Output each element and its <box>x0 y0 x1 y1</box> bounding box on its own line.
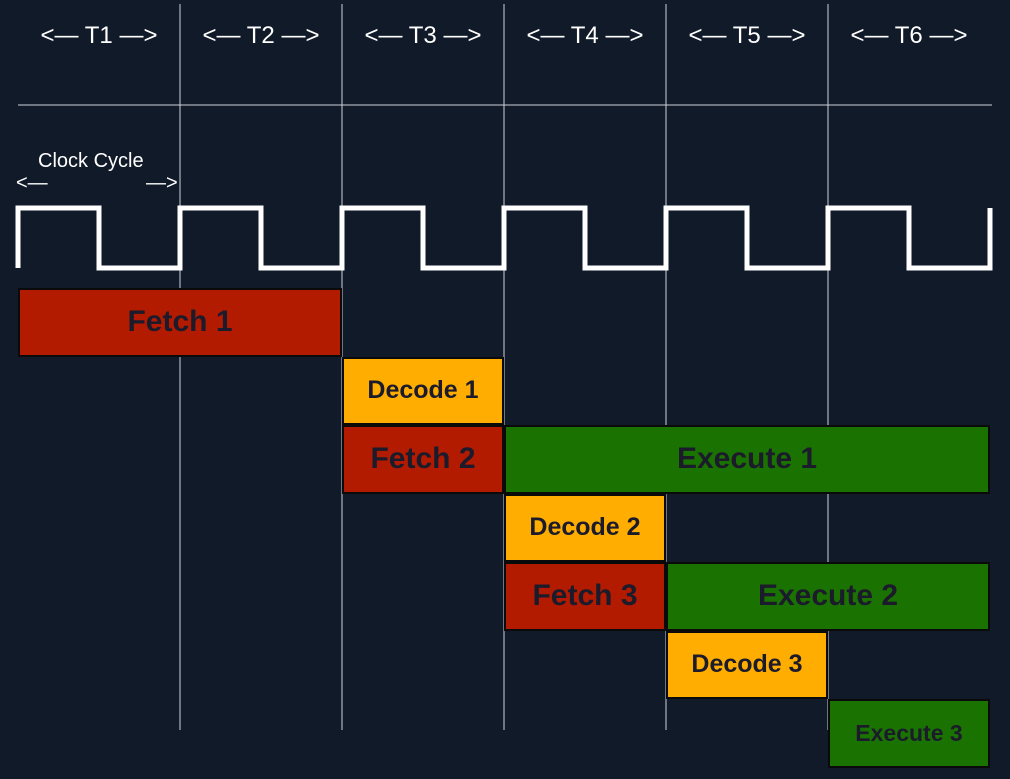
period-label-t5: <— T5 —> <box>688 22 806 49</box>
period-label-t6: <— T6 —> <box>850 22 968 49</box>
period-label-t1: <— T1 —> <box>40 22 158 49</box>
clock-cycle-label: Clock Cycle <box>38 150 144 172</box>
decode-stage-block: Decode 3 <box>666 630 828 699</box>
decode-stage-block: Decode 2 <box>504 493 666 562</box>
decode-stage-block: Decode 1 <box>342 356 504 425</box>
period-label-t3: <— T3 —> <box>364 22 482 49</box>
clock-cycle-left-arrow: <— <box>16 172 48 194</box>
clock-signal-wave <box>15 205 993 271</box>
clock-cycle-right-arrow: —> <box>146 172 178 194</box>
fetch-stage-block: Fetch 2 <box>342 425 504 494</box>
fetch-stage-block: Fetch 3 <box>504 562 666 631</box>
execute-stage-block: Execute 2 <box>666 562 990 631</box>
fetch-stage-block: Fetch 1 <box>18 288 342 357</box>
period-label-t4: <— T4 —> <box>526 22 644 49</box>
period-label-t2: <— T2 —> <box>202 22 320 49</box>
execute-stage-block: Execute 3 <box>828 699 990 768</box>
execute-stage-block: Execute 1 <box>504 425 990 494</box>
